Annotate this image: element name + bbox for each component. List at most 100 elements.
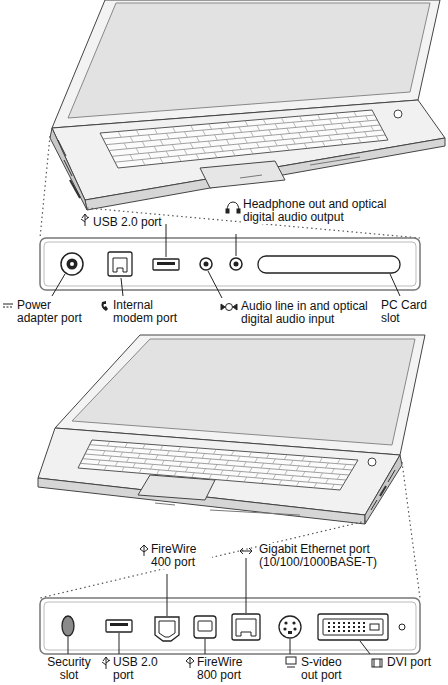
key-line: [190, 143, 193, 149]
key-line: [310, 137, 313, 142]
laptop-bottom: [38, 335, 425, 524]
key-line: [299, 133, 302, 138]
key-line: [366, 116, 369, 121]
key-line: [184, 452, 187, 457]
key-line: [173, 127, 176, 133]
key-line: [107, 441, 109, 446]
key-line: [98, 460, 100, 465]
key-line: [290, 476, 293, 481]
key-line: [150, 464, 153, 469]
port-label: Gigabit Ethernet port (10/100/1000BASE-T…: [258, 543, 400, 569]
port-label: USB 2.0 port: [112, 656, 166, 682]
key-line: [172, 145, 175, 151]
key-line: [304, 143, 307, 148]
key-line: [185, 467, 188, 472]
key-line: [261, 463, 264, 468]
key-line: [263, 119, 266, 124]
key-line: [286, 145, 289, 150]
key-line: [154, 146, 157, 152]
key-line: [255, 473, 258, 478]
key-line: [155, 455, 158, 460]
key-line: [167, 451, 170, 456]
dvi-pin: [353, 622, 355, 624]
key-line: [109, 456, 111, 461]
key-line: [281, 118, 284, 123]
key-line: [279, 480, 282, 485]
key-line: [348, 117, 351, 122]
leader-lines: [68, 558, 370, 654]
key-line: [179, 462, 182, 467]
key-line: [317, 131, 320, 136]
key-line: [124, 143, 127, 149]
key-line: [125, 443, 127, 448]
key-line: [148, 153, 151, 159]
port-label: DVI port: [386, 656, 444, 669]
dvi-pin: [343, 622, 345, 624]
port-label: Headphone out and optical digital audio …: [242, 198, 419, 224]
key-line: [178, 447, 181, 452]
key-line: [299, 116, 302, 121]
key-line: [269, 130, 272, 135]
key-line: [130, 155, 133, 161]
key-line: [203, 469, 206, 474]
keyboard: [100, 110, 388, 168]
key-line: [168, 466, 171, 471]
key-line: [103, 115, 375, 139]
keyboard: [78, 440, 358, 490]
dvi-pin: [370, 624, 379, 630]
key-line: [160, 445, 163, 450]
port-label: FireWire 800 port: [196, 656, 258, 682]
key-line: [256, 142, 259, 147]
keyboard-outline: [100, 110, 388, 168]
key-line: [191, 458, 194, 463]
key-line: [347, 134, 350, 139]
keyboard-outline: [78, 440, 358, 490]
dvi-pin: [353, 626, 355, 628]
key-line: [220, 470, 223, 475]
key-line: [305, 127, 308, 132]
key-line: [261, 479, 264, 484]
key-line: [245, 138, 248, 143]
key-line: [192, 473, 195, 478]
port-label: USB 2.0 port: [92, 216, 163, 229]
key-line: [371, 126, 374, 131]
key-line: [127, 458, 129, 463]
key-line: [191, 125, 194, 131]
key-line: [160, 140, 163, 146]
port-label: FireWire 400 port: [150, 543, 212, 569]
port-panel: [40, 598, 420, 654]
key-line: [139, 468, 141, 473]
key-line: [267, 469, 270, 474]
key-line: [337, 459, 340, 464]
key-line: [160, 158, 163, 164]
key-line: [302, 456, 305, 461]
key-line: [337, 474, 340, 479]
key-line: [208, 141, 211, 147]
key-line: [213, 449, 216, 454]
key-line: [226, 476, 229, 481]
key-line: [103, 451, 105, 456]
key-line: [340, 140, 343, 145]
dvi-pin: [358, 626, 360, 628]
key-line: [166, 133, 169, 139]
key-line: [220, 146, 223, 152]
key-line: [326, 463, 329, 468]
key-line: [358, 138, 361, 143]
key-line: [215, 135, 218, 141]
key-line: [85, 454, 349, 475]
key-line: [232, 150, 235, 155]
port-panel: [40, 238, 420, 290]
key-line: [365, 132, 368, 137]
key-line: [292, 139, 295, 144]
key-line: [133, 463, 135, 468]
key-line: [226, 460, 229, 465]
key-line: [196, 136, 199, 142]
dvi-pin: [348, 630, 350, 632]
dvi-pin: [348, 622, 350, 624]
key-line: [268, 147, 271, 152]
key-line: [104, 466, 106, 471]
key-line: [250, 149, 253, 154]
key-line: [203, 130, 206, 136]
key-line: [335, 129, 338, 134]
